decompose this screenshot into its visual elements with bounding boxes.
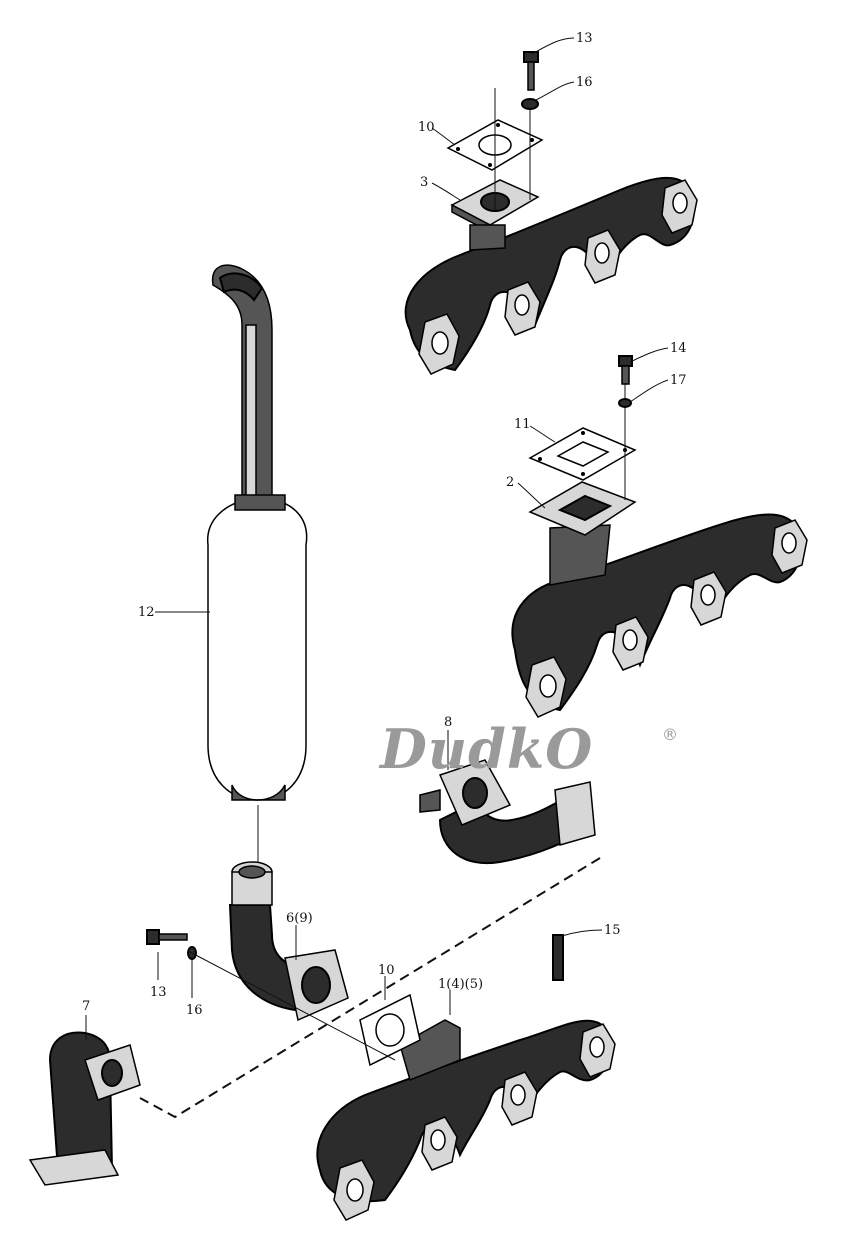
bolt-top	[523, 51, 539, 91]
callout-labels: 13 16 10 3 14 17 11 2 12 8 15 6(9) 10 1(…	[82, 31, 687, 1018]
washer-top	[521, 98, 539, 110]
watermark-text: DudkO	[378, 717, 593, 781]
exhaust-outlet-elbow	[28, 1031, 141, 1186]
gasket-middle	[528, 427, 637, 481]
stud	[552, 934, 564, 981]
exhaust-manifold-bottom	[316, 1019, 616, 1221]
callout-13-bottom: 13	[150, 985, 167, 1000]
callout-13-top: 13	[576, 31, 593, 46]
callout-16-top: 16	[576, 75, 593, 90]
callout-10-bottom: 10	[378, 963, 395, 978]
exhaust-elbow	[228, 861, 349, 1022]
watermark-logo: DudkO ®	[378, 717, 678, 781]
washer-middle	[618, 398, 632, 408]
leader-lines	[85, 37, 669, 1040]
callout-1-4-5: 1(4)(5)	[438, 977, 483, 992]
callout-12: 12	[138, 605, 155, 620]
exhaust-manifold-middle	[511, 481, 808, 718]
callout-15: 15	[604, 923, 621, 938]
callout-8: 8	[444, 715, 452, 730]
gasket-bottom	[359, 993, 421, 1067]
callout-3: 3	[420, 175, 428, 190]
registered-mark: ®	[662, 725, 678, 744]
bolt-middle	[618, 355, 633, 385]
muffler-assembly	[207, 264, 308, 801]
callout-16-bottom: 16	[186, 1003, 203, 1018]
callout-11: 11	[514, 417, 531, 432]
callout-7: 7	[82, 999, 90, 1014]
callout-2: 2	[506, 475, 514, 490]
exhaust-manifold-top	[404, 176, 698, 375]
callout-14: 14	[670, 341, 687, 356]
bolt-bottom	[146, 929, 188, 945]
callout-10-top: 10	[418, 120, 435, 135]
exhaust-pipe-adapter	[419, 759, 596, 865]
callout-6-9: 6(9)	[286, 911, 313, 926]
callout-17: 17	[670, 373, 687, 388]
